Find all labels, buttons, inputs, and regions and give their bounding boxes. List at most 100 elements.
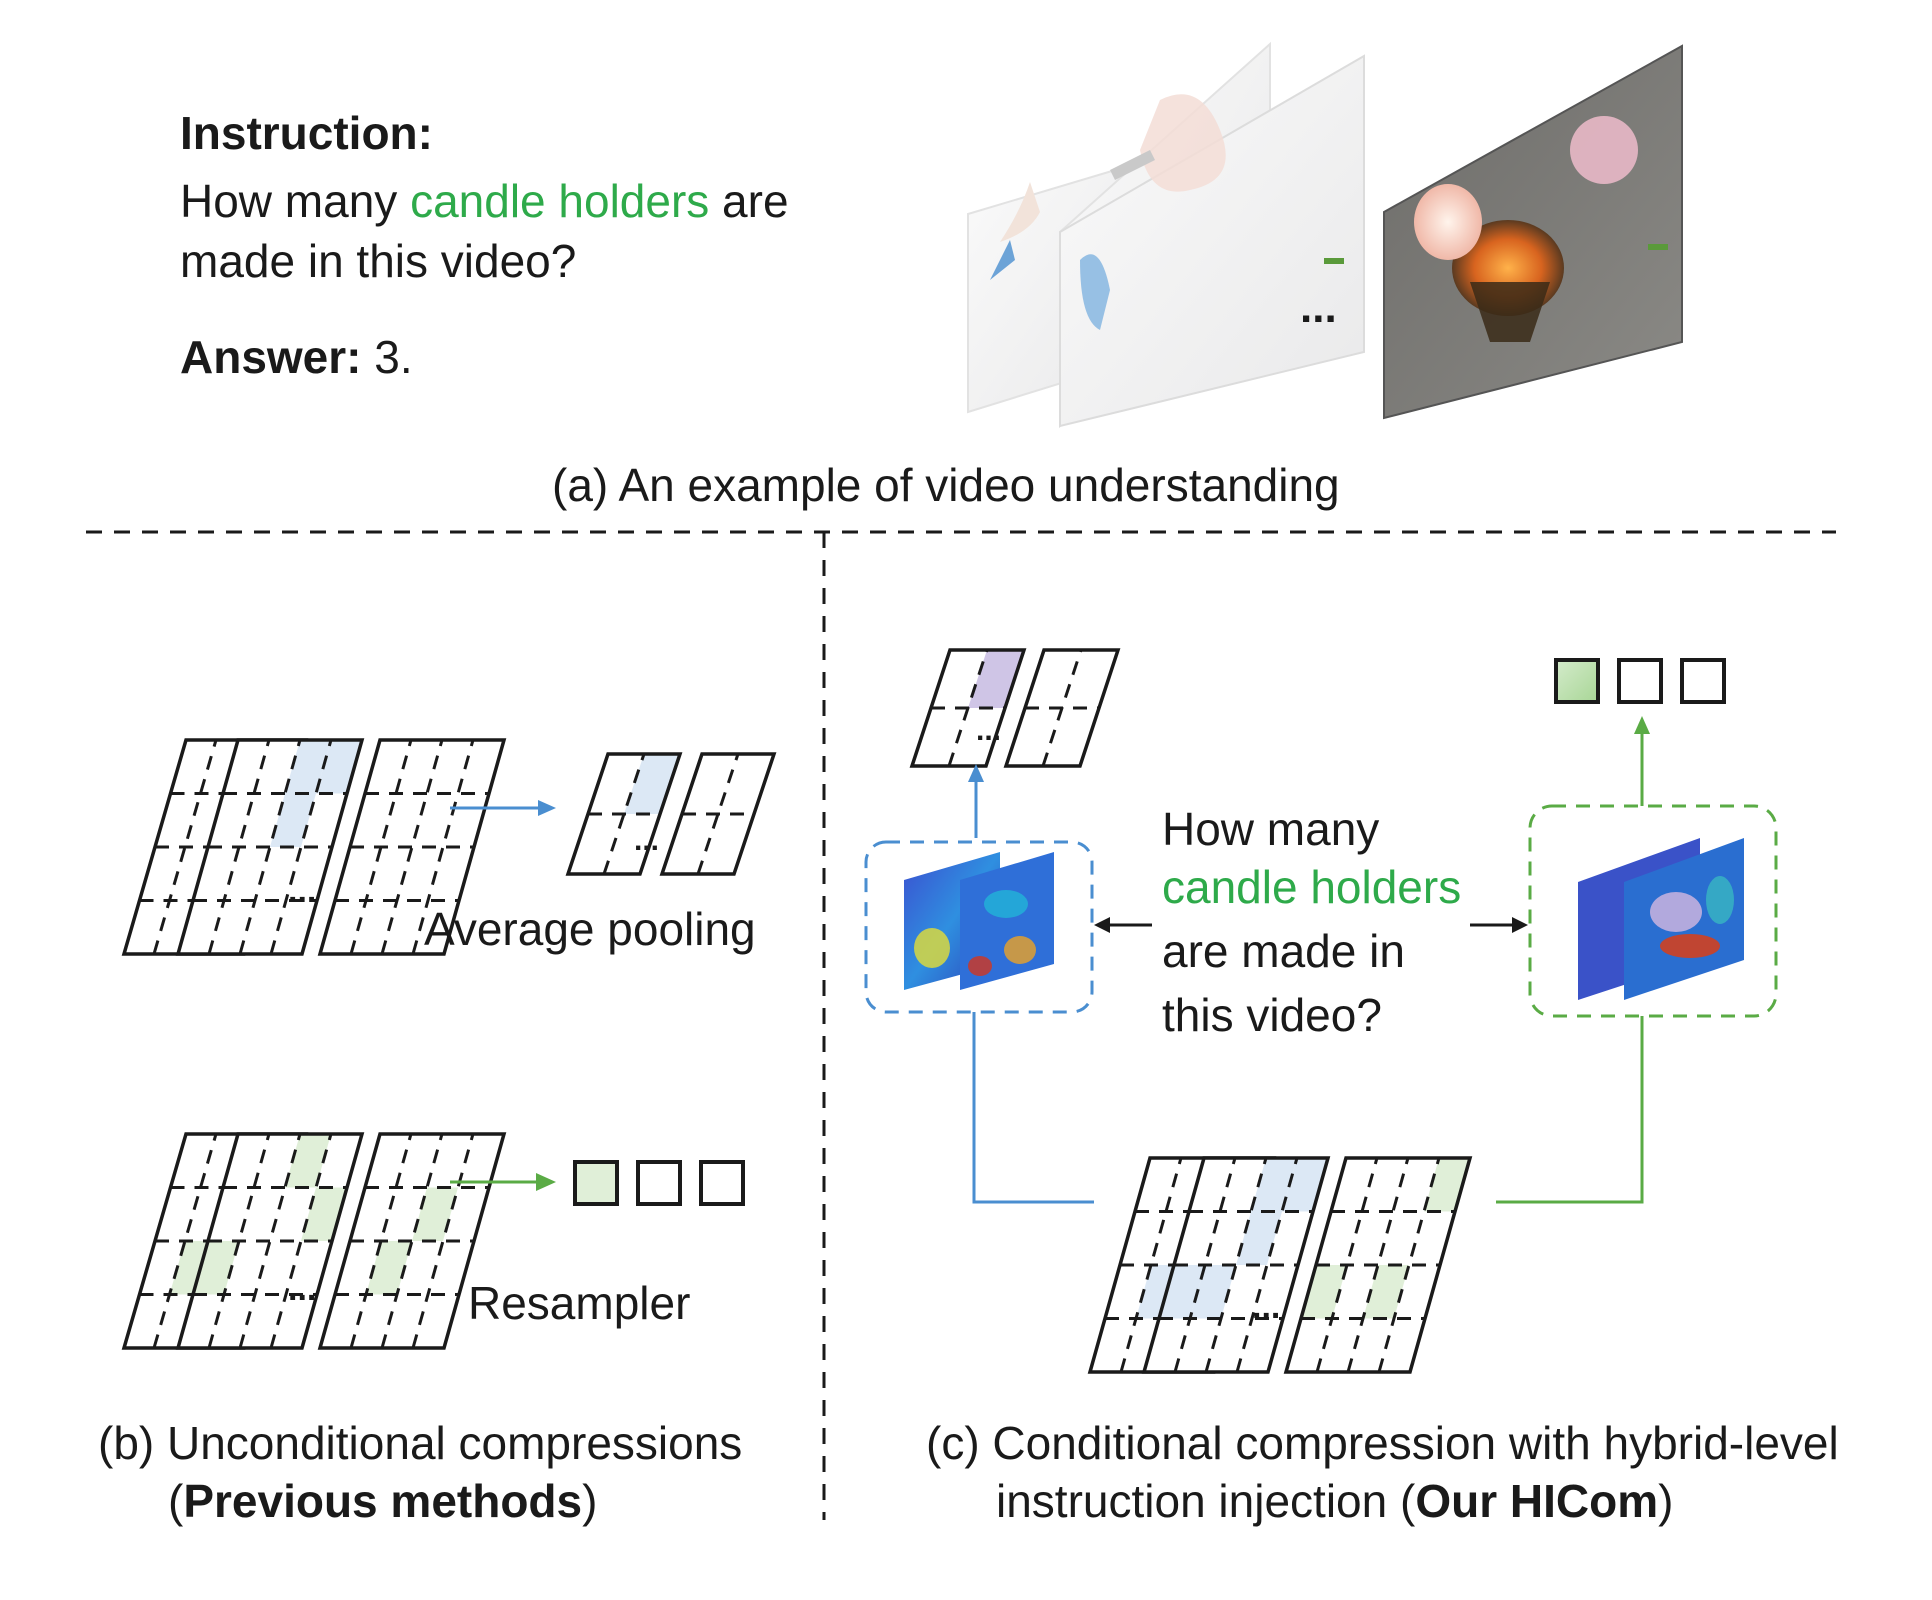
pooling-feature-stack — [121, 738, 507, 956]
output-ellipsis: ... — [976, 714, 1001, 747]
hicom-token — [1617, 658, 1663, 704]
video-frames-illustration: ... — [967, 41, 1683, 429]
heat-spot — [1660, 934, 1720, 958]
grid-line — [349, 1133, 413, 1349]
resampler-token — [699, 1160, 745, 1206]
stack-ellipsis: ... — [288, 1270, 316, 1308]
grid-line — [349, 739, 413, 955]
answer-value: 3. — [361, 331, 413, 383]
grid-line — [696, 753, 740, 875]
caption-c-line1: (c) Conditional compression with hybrid-… — [926, 1417, 1839, 1469]
feature-map — [317, 1132, 507, 1350]
flower-shape — [1414, 184, 1482, 260]
grid-line — [269, 739, 333, 955]
highlighted-patch — [968, 650, 1024, 708]
caption-b-line1: (b) Unconditional compressions — [98, 1417, 743, 1469]
grid-line — [238, 1133, 302, 1349]
grid-line — [1235, 1157, 1299, 1373]
hicom-feature-stack — [1087, 1156, 1473, 1374]
highlighted-patch — [624, 754, 680, 814]
grid-line — [380, 739, 444, 955]
caption-c-paren: ) — [1658, 1475, 1674, 1527]
question-line3: are made in — [1162, 925, 1405, 977]
arrowhead — [968, 764, 984, 782]
heat-spot — [1706, 876, 1734, 924]
resampler-token — [636, 1160, 682, 1206]
watermark-mark — [1648, 244, 1668, 250]
tool-shape — [990, 240, 1015, 280]
question-prefix: How many — [180, 175, 411, 227]
arrowhead — [1634, 716, 1650, 734]
average-pooling-label: Average pooling — [424, 903, 756, 955]
feature-map — [659, 752, 777, 876]
global-injection-box — [1528, 804, 1778, 1018]
local-flow-line — [972, 1012, 1094, 1204]
stack-ellipsis: ... — [1252, 1288, 1280, 1326]
grid-line — [238, 739, 302, 955]
feature-map — [317, 738, 507, 956]
grid-line — [207, 1133, 271, 1349]
feature-map — [1003, 648, 1121, 768]
grid-line — [1315, 1157, 1379, 1373]
caption-b-paren: ) — [582, 1475, 598, 1527]
heat-spot — [1650, 892, 1702, 932]
answer-label: Answer: — [180, 331, 362, 383]
feature-map — [175, 1132, 365, 1350]
global-flow-line — [1496, 1016, 1644, 1204]
grid-line — [1119, 1157, 1183, 1373]
local-injection-box — [864, 840, 1094, 1014]
feature-map — [1141, 1156, 1331, 1374]
question-line1: How many — [1162, 803, 1380, 855]
answer-line: Answer: 3. — [180, 328, 413, 386]
heat-spot — [984, 890, 1028, 918]
caption-b-bold: Previous methods — [183, 1475, 583, 1527]
instruction-label: Instruction: — [180, 107, 433, 159]
resampler-label: Resampler — [468, 1277, 691, 1329]
caption-a: (a) An example of video understanding — [552, 459, 1340, 511]
caption-c-line2: instruction injection (Our HICom) — [996, 1472, 1673, 1530]
resampler-feature-stack — [121, 1132, 507, 1350]
video-frame — [1059, 54, 1365, 428]
hand-shape — [1000, 182, 1040, 242]
caption-b-paren: ( — [168, 1475, 184, 1527]
feature-map — [565, 752, 683, 876]
grid-line — [411, 739, 475, 955]
grid-line — [380, 1133, 444, 1349]
arrowhead — [1094, 917, 1110, 933]
grid-line — [1204, 1157, 1268, 1373]
question-highlight: candle holders — [410, 175, 710, 227]
hicom-token — [1680, 658, 1726, 704]
watermark-mark — [1324, 258, 1344, 264]
caption-c-bold: Our HICom — [1415, 1475, 1659, 1527]
stack-ellipsis: ... — [288, 872, 316, 910]
grid-line — [152, 739, 218, 955]
heat-spot — [1004, 936, 1036, 964]
hicom-token — [1554, 658, 1600, 704]
grid-line — [207, 739, 271, 955]
heat-spot — [968, 956, 992, 976]
grid-line — [269, 1133, 333, 1349]
arrowhead — [1512, 917, 1528, 933]
grid-line — [602, 753, 646, 875]
pooling-arrowhead — [538, 800, 556, 816]
grid-line — [1377, 1157, 1441, 1373]
feature-map — [1283, 1156, 1473, 1374]
grid-line — [1346, 1157, 1410, 1373]
hand-shape — [1140, 94, 1226, 192]
flower-shape — [1570, 116, 1638, 184]
pooled-feature-maps — [565, 752, 777, 876]
feature-map — [909, 648, 1027, 768]
grid-line — [1173, 1157, 1237, 1373]
caption-b-line2: (Previous methods) — [168, 1472, 597, 1530]
question-suffix: are — [709, 175, 789, 227]
question-line4: this video? — [1162, 989, 1382, 1041]
candle-holder-base — [1470, 282, 1550, 342]
instruction-question-line2: made in this video? — [180, 235, 577, 287]
heat-spot — [914, 928, 950, 968]
pooled-ellipsis: ... — [634, 824, 659, 857]
feature-map — [175, 738, 365, 956]
resampler-token — [573, 1160, 619, 1206]
tool-shape — [1110, 150, 1155, 180]
